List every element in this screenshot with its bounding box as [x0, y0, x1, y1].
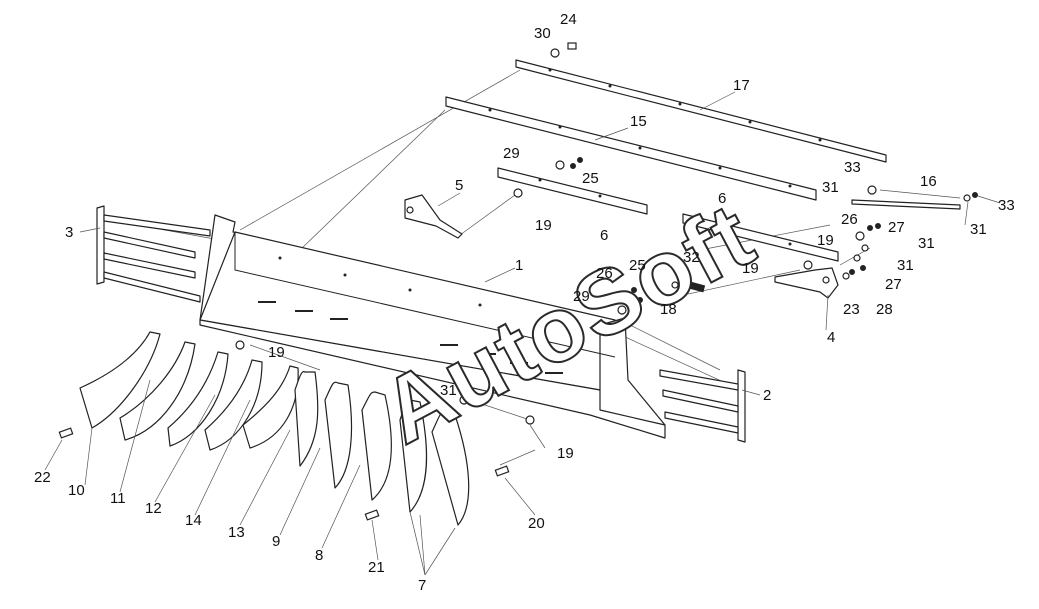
- part-31-nut-d: [853, 254, 861, 262]
- part-28-nut: [849, 269, 855, 275]
- part-10-flap: [79, 331, 161, 429]
- part-29-washer-b: [617, 305, 627, 315]
- part-30-washer: [550, 48, 560, 58]
- callout-27-a: 27: [888, 219, 905, 236]
- part-29-washer-a: [555, 160, 565, 170]
- part-26-nut: [867, 225, 873, 231]
- part-6-plate-left: [497, 167, 648, 215]
- callout-23: 23: [843, 301, 860, 318]
- part-32-spring: [688, 281, 706, 293]
- callout-28: 28: [876, 301, 893, 318]
- callout-4: 4: [827, 329, 835, 346]
- part-19-nut-c: [803, 260, 813, 270]
- part-31-nut-b: [963, 194, 971, 202]
- part-14-flap: [204, 359, 263, 451]
- callout-31-c: 31: [918, 235, 935, 252]
- callout-29-upper: 29: [503, 145, 520, 162]
- part-18-bolt: [671, 281, 679, 289]
- callout-14: 14: [185, 512, 202, 529]
- part-8-flap-b: [361, 391, 392, 501]
- part-12-flap: [167, 351, 229, 447]
- part-11-flap: [119, 341, 196, 441]
- callout-20: 20: [528, 515, 545, 532]
- callout-10: 10: [68, 482, 85, 499]
- part-1-main-body: [199, 214, 666, 439]
- part-8-flap-a: [324, 381, 353, 489]
- callout-3: 3: [65, 224, 73, 241]
- callout-labels: 24 30 17 15 29 25 5 19 6 6 33 31 16 33 3…: [34, 11, 1015, 594]
- part-19-nut-e: [525, 415, 535, 425]
- callout-31-e: 31: [440, 382, 457, 399]
- part-19-nut-d: [235, 340, 245, 350]
- callout-6-right: 6: [718, 190, 726, 207]
- part-7-flap-a: [399, 399, 428, 513]
- callout-19-d: 19: [268, 344, 285, 361]
- callout-18: 18: [660, 301, 677, 318]
- fasteners: [58, 42, 978, 521]
- callout-9: 9: [272, 533, 280, 550]
- part-27-nut-a: [875, 223, 881, 229]
- callout-25-lower: 25: [629, 257, 646, 274]
- part-6-plate-right: [682, 213, 839, 262]
- part-21-bolt: [364, 509, 380, 521]
- callout-6-left: 6: [600, 227, 608, 244]
- callout-19-a: 19: [535, 217, 552, 234]
- callout-21: 21: [368, 559, 385, 576]
- part-19-nut-b: [855, 231, 865, 241]
- part-31-nut-e: [459, 395, 469, 405]
- callout-19-b: 19: [817, 232, 834, 249]
- callout-19-e: 19: [557, 445, 574, 462]
- callout-25-upper: 25: [582, 170, 599, 187]
- flaps-group: [79, 331, 470, 526]
- callout-16: 16: [920, 173, 937, 190]
- part-22-bolt: [58, 427, 74, 439]
- callout-29-lower: 29: [573, 288, 590, 305]
- callout-2: 2: [763, 387, 771, 404]
- callout-26-left: 26: [596, 265, 613, 282]
- callout-22: 22: [34, 469, 51, 486]
- part-23-washer: [842, 272, 850, 280]
- callout-5: 5: [455, 177, 463, 194]
- callout-30: 30: [534, 25, 551, 42]
- callout-13: 13: [228, 524, 245, 541]
- part-24-bolt: [567, 42, 577, 50]
- part-15-strip: [445, 96, 817, 201]
- part-19-nut-a: [513, 188, 523, 198]
- callout-31-b: 31: [970, 221, 987, 238]
- leader-lines: [109, 69, 961, 466]
- callout-24: 24: [560, 11, 577, 28]
- part-31-nut-c: [861, 244, 869, 252]
- callout-31-d: 31: [897, 257, 914, 274]
- callout-32: 32: [683, 249, 700, 266]
- part-5-bracket: [404, 194, 463, 239]
- callout-31-a: 31: [822, 179, 839, 196]
- part-31-nut-a: [867, 185, 877, 195]
- callout-26-right: 26: [841, 211, 858, 228]
- part-20-bolt: [494, 465, 510, 477]
- part-2-right-frame: [659, 369, 746, 443]
- callout-33-upper: 33: [844, 159, 861, 176]
- callout-8: 8: [315, 547, 323, 564]
- part-17-top-strip: [515, 59, 887, 163]
- part-16-rod: [851, 199, 961, 210]
- callout-33-lower: 33: [998, 197, 1015, 214]
- callout-1: 1: [515, 257, 523, 274]
- callout-27-b: 27: [885, 276, 902, 293]
- callout-15: 15: [630, 113, 647, 130]
- callout-pointers: [44, 91, 1001, 576]
- callout-7: 7: [418, 577, 426, 594]
- callout-17: 17: [733, 77, 750, 94]
- part-3-left-frame: [96, 205, 211, 303]
- callout-19-c: 19: [742, 260, 759, 277]
- part-7-flap-b: [431, 411, 470, 526]
- part-27-nut-b: [860, 265, 866, 271]
- callout-12: 12: [145, 500, 162, 517]
- part-33-nut: [972, 192, 978, 198]
- callout-11: 11: [110, 490, 126, 507]
- part-4-bracket: [774, 267, 839, 299]
- part-13-flap: [242, 365, 299, 449]
- part-9-flap: [294, 371, 319, 467]
